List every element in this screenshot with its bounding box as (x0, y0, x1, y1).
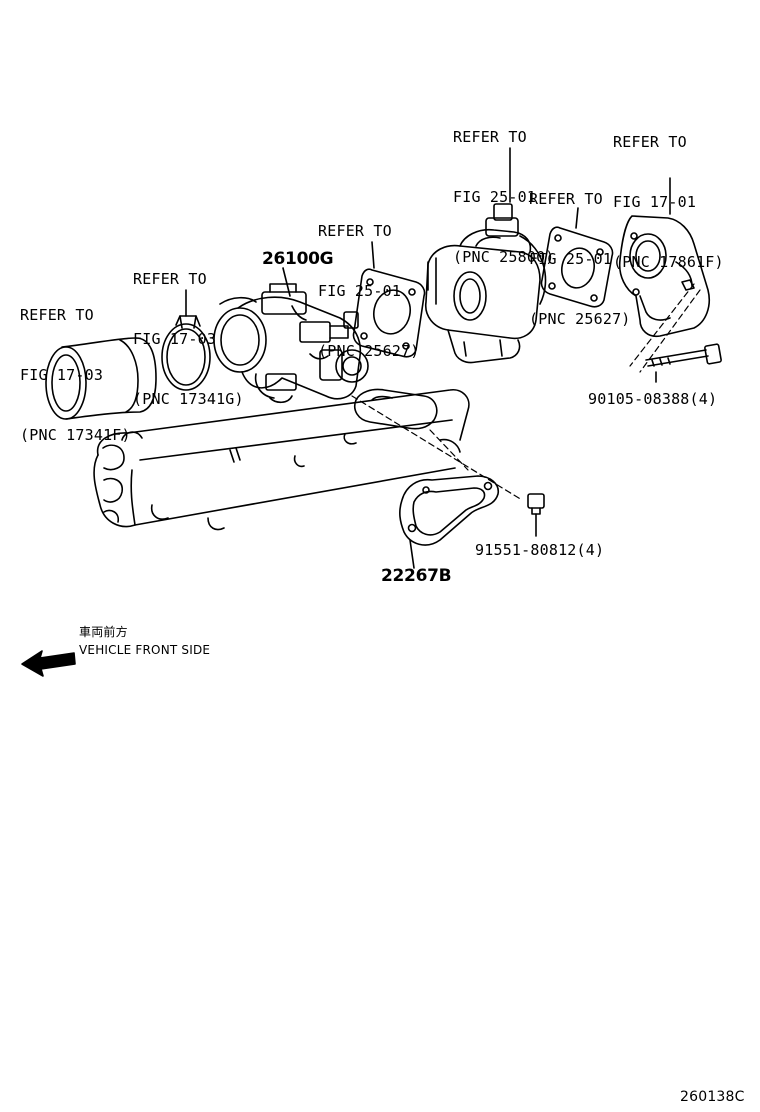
intake-manifold (93, 388, 470, 531)
part-number-bolt: 90105-08388(4) (588, 390, 718, 408)
air-hose (45, 337, 157, 420)
ref-line: (PNC 17861F) (613, 253, 724, 271)
ref-line: FIG 25-01 (318, 282, 402, 300)
figure-code: 260138C (680, 1089, 745, 1105)
part-number-gasket: 22267B (381, 566, 452, 586)
part-number-throttle-body: 26100G (262, 249, 334, 269)
ref-line: FIG 17-01 (613, 193, 697, 211)
ref-line: (PNC 17341G) (133, 390, 244, 408)
ref-line: (PNC 17341F) (20, 426, 131, 444)
ref-line: REFER TO (613, 133, 687, 151)
ref-line: FIG 25-01 (453, 188, 537, 206)
ref-line: FIG 17-03 (133, 330, 217, 348)
ref-label-gasket-right: REFER TO FIG 25-01 (PNC 25627) (529, 149, 631, 369)
manifold-gasket-outline (354, 388, 438, 430)
right-flange-gasket (540, 207, 614, 308)
ref-line: REFER TO (529, 190, 603, 208)
ref-line: FIG 17-03 (20, 366, 104, 384)
vehicle-front-arrow-icon (21, 650, 76, 677)
throttle-body (213, 267, 369, 404)
ref-label-gasket-left: REFER TO FIG 25-01 (PNC 25627) (318, 181, 420, 401)
ref-line: REFER TO (133, 270, 207, 288)
ref-line: REFER TO (318, 222, 392, 240)
front-marker-english: VEHICLE FRONT SIDE (79, 643, 211, 657)
left-flange-gasket (352, 241, 426, 358)
ref-label-clamp: REFER TO FIG 17-03 (PNC 17341G) (133, 229, 244, 449)
ref-line: FIG 25-01 (529, 250, 613, 268)
ref-label-egr-valve: REFER TO FIG 25-01 (PNC 25800) (453, 87, 555, 307)
screw (527, 493, 545, 537)
ref-line: REFER TO (20, 306, 94, 324)
ref-label-air-hose: REFER TO FIG 17-03 (PNC 17341F) (20, 265, 131, 485)
front-marker-japanese: 車両前方 (79, 625, 128, 639)
ref-label-egr-pipe: REFER TO FIG 17-01 (PNC 17861F) (613, 92, 724, 312)
part-number-screw: 91551-80812(4) (475, 541, 605, 559)
ref-line: REFER TO (453, 128, 527, 146)
gasket-22267b (399, 475, 500, 569)
ref-line: (PNC 25627) (529, 310, 631, 328)
bolt (645, 343, 722, 383)
egr-valve (424, 147, 547, 364)
alignment-lines (351, 283, 701, 501)
ref-line: (PNC 25800) (453, 248, 555, 266)
ref-line: (PNC 25627) (318, 342, 420, 360)
hose-clamp (161, 289, 211, 391)
